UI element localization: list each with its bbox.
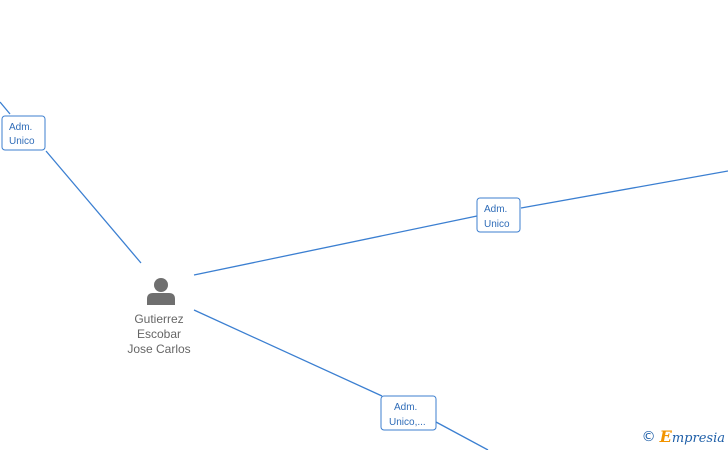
edge-line-upper-left bbox=[0, 101, 11, 115]
person-name-line: Gutierrez bbox=[134, 312, 183, 326]
edge-label-line: Unico,... bbox=[389, 417, 426, 428]
edge-label-box bbox=[476, 197, 521, 233]
edge-label-box bbox=[380, 395, 437, 431]
edge-label[interactable]: Adm. Unico bbox=[476, 197, 521, 233]
edge-label[interactable]: Adm. Unico,... bbox=[380, 395, 437, 431]
person-icon bbox=[147, 278, 175, 305]
edge-label-line: Unico bbox=[484, 219, 510, 230]
copyright-icon: © bbox=[641, 428, 656, 445]
person-node[interactable]: Gutierrez Escobar Jose Carlos bbox=[127, 278, 191, 356]
edge-label-line: Adm. bbox=[9, 122, 32, 133]
person-name-line: Jose Carlos bbox=[127, 342, 190, 356]
brand-logo-initial: E bbox=[659, 427, 672, 446]
edge-label[interactable]: Adm. Unico bbox=[1, 115, 46, 151]
edges bbox=[0, 101, 728, 450]
brand-logo-rest: mpresia bbox=[671, 431, 725, 446]
person-name-line: Escobar bbox=[137, 327, 181, 341]
edge-label-line: Unico bbox=[9, 136, 35, 147]
edge-line-right bbox=[193, 215, 478, 276]
edge-label-line: Adm. bbox=[394, 402, 417, 413]
empresia-watermark: © Empresia bbox=[642, 427, 725, 446]
edge-label-box bbox=[1, 115, 46, 151]
edge-line-upper-left bbox=[45, 150, 142, 264]
edge-line-lower-right bbox=[435, 421, 489, 450]
edge-line-right bbox=[520, 170, 728, 209]
brand-logo: Empresia bbox=[660, 427, 725, 446]
edge-line-lower-right bbox=[193, 309, 383, 397]
edge-label-line: Adm. bbox=[484, 204, 507, 215]
